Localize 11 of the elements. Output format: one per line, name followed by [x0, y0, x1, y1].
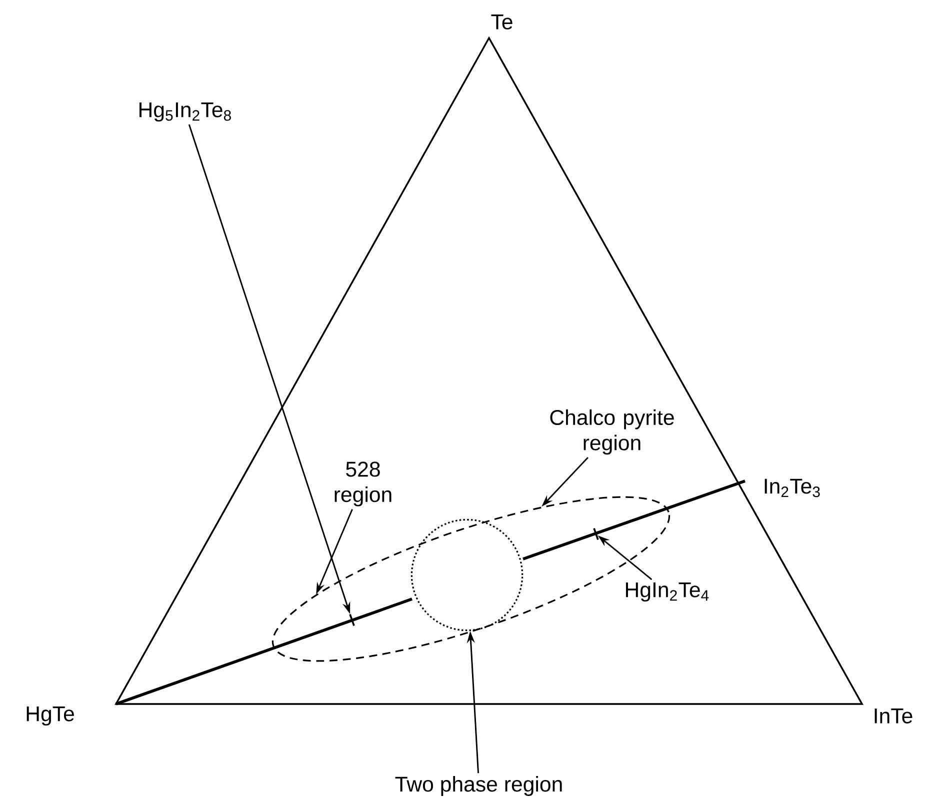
vertex-label: HgTe: [26, 706, 74, 726]
vertex-label: Te: [491, 14, 512, 30]
region-label: Chalco pyrite region: [550, 409, 674, 455]
region-label: Two phase region: [395, 776, 562, 796]
compound-label: Hg$_{5}$In$_{2}$Te$_{8}$: [140, 102, 231, 122]
tick-mark: [349, 614, 355, 626]
compound-label: In$_{2}$Te$_{3}$: [764, 478, 820, 498]
tick-mark: [593, 528, 599, 540]
compound-label: HgIn$_{2}$Te$_{4}$: [626, 582, 709, 602]
vertex-label: InTe: [874, 708, 912, 724]
region-label: 528 region: [334, 462, 392, 506]
